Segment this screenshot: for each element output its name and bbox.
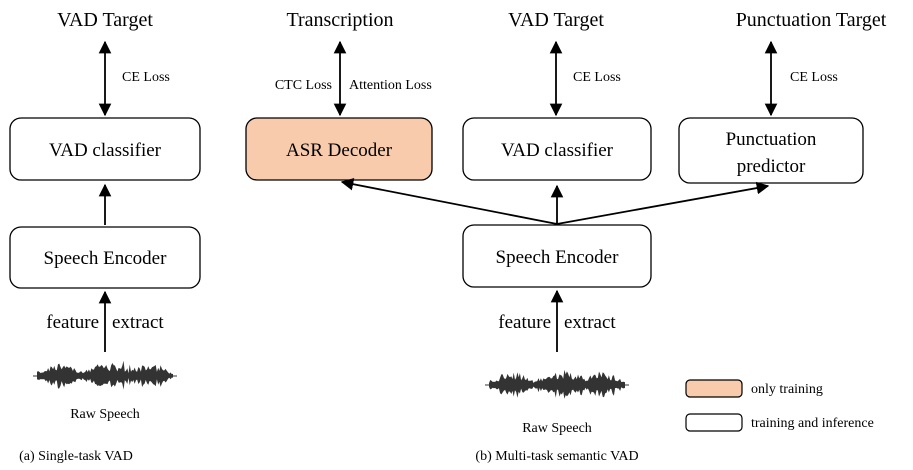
vad-classifier-box-a <box>9 117 201 181</box>
speech-encoder-label-a: Speech Encoder <box>44 248 168 269</box>
feature-label-b: feature <box>498 312 551 333</box>
raw-speech-waveform-b <box>485 369 629 399</box>
speech-encoder-box-a <box>9 226 201 289</box>
extract-label-a: extract <box>112 312 164 333</box>
punctuation-predictor-box <box>678 117 864 184</box>
punctuation-predictor-line1: Punctuation <box>726 129 817 150</box>
feature-label-a: feature <box>46 312 99 333</box>
vad-target-label-a: VAD Target <box>57 9 153 31</box>
legend-training-only-label: only training <box>751 382 823 397</box>
speech-encoder-label-b: Speech Encoder <box>496 247 620 268</box>
punctuation-predictor-line2: predictor <box>737 156 806 177</box>
asr-decoder-box <box>245 117 433 181</box>
ctc-loss-label: CTC Loss <box>275 78 332 93</box>
vad-classifier-box-b <box>462 117 652 181</box>
encoder-to-asr-arrow <box>340 177 558 225</box>
raw-speech-label-a: Raw Speech <box>70 407 140 422</box>
punct-ce-loss-label: CE Loss <box>790 70 838 85</box>
caption-b: (b) Multi-task semantic VAD <box>475 449 638 464</box>
transcription-label: Transcription <box>286 9 393 31</box>
caption-a: (a) Single-task VAD <box>19 449 133 464</box>
panel-a: VAD Target CE Loss VAD classifier Speech… <box>9 9 201 464</box>
encoder-to-punct-arrow <box>556 181 770 225</box>
speech-encoder-box-b <box>462 224 652 288</box>
vad-target-label-b: VAD Target <box>508 9 604 31</box>
raw-speech-label-b: Raw Speech <box>522 421 592 436</box>
ce-loss-label-a: CE Loss <box>122 70 170 85</box>
legend: only training training and inference <box>685 379 874 432</box>
vad-ce-loss-label-b: CE Loss <box>573 70 621 85</box>
extract-label-b: extract <box>564 312 616 333</box>
legend-training-inference-swatch <box>685 413 743 432</box>
vad-classifier-label-a: VAD classifier <box>49 140 162 161</box>
legend-training-only-swatch <box>685 379 743 398</box>
asr-decoder-label: ASR Decoder <box>286 140 393 161</box>
legend-training-inference-label: training and inference <box>751 416 874 431</box>
panel-b: Transcription CTC Loss Attention Loss AS… <box>245 9 887 464</box>
vad-classifier-label-b: VAD classifier <box>501 140 614 161</box>
raw-speech-waveform-a <box>33 360 177 390</box>
punctuation-target-label: Punctuation Target <box>736 9 887 31</box>
attention-loss-label: Attention Loss <box>349 78 432 93</box>
